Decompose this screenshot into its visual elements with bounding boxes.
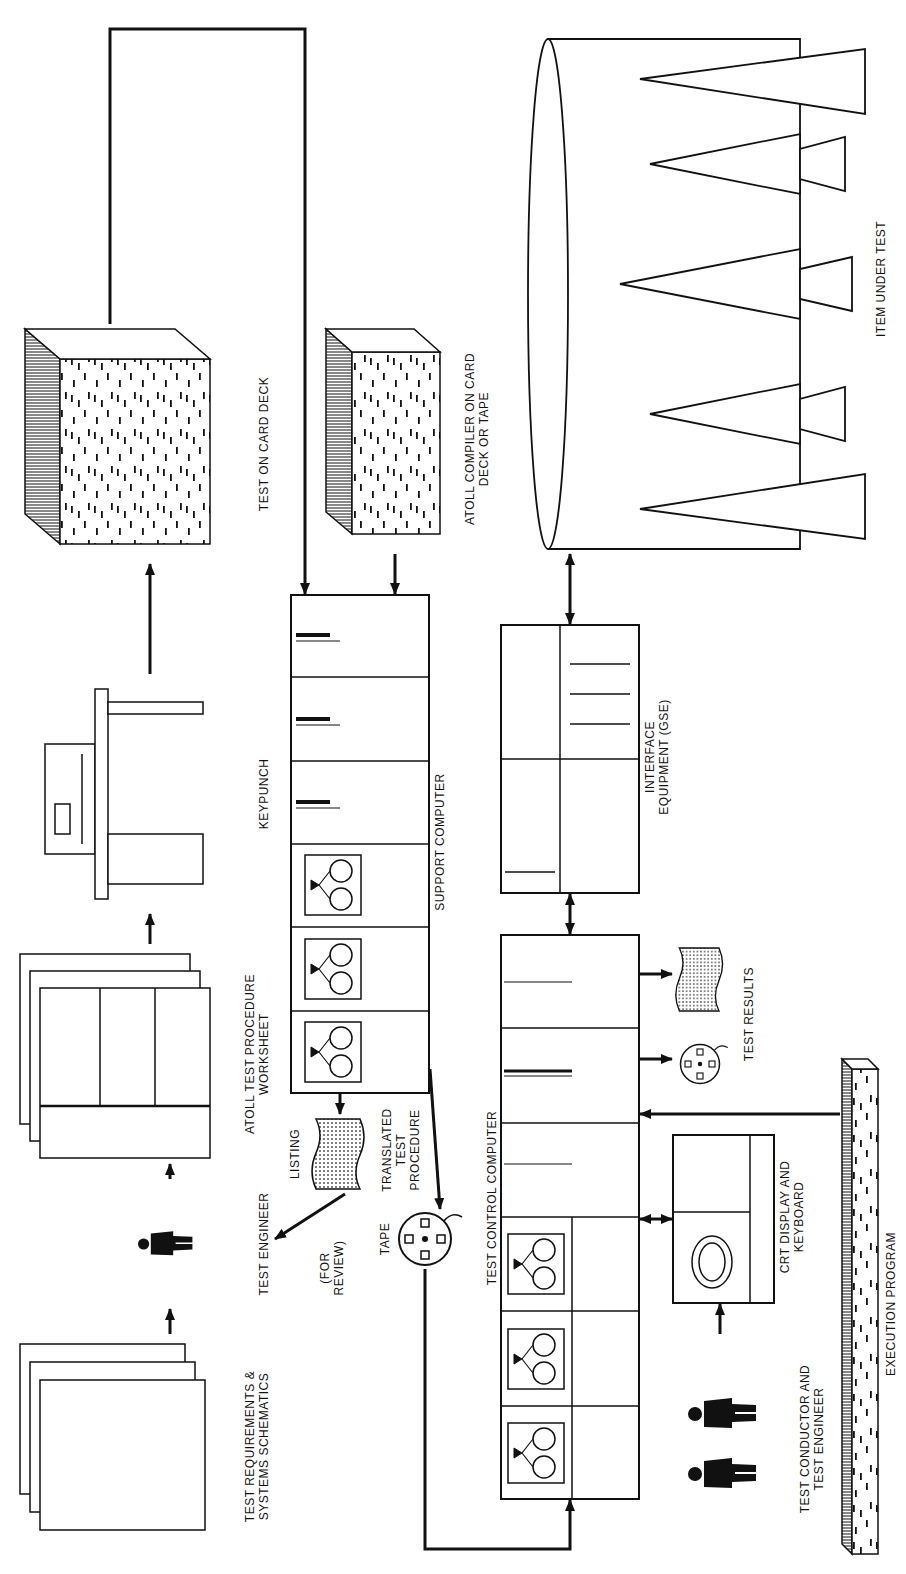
rocket-vehicle: ITEM UNDER TEST	[520, 4, 892, 554]
item-under-test-rocket	[528, 39, 865, 549]
support-computer-panels	[290, 635, 430, 1082]
test-card-deck	[25, 329, 210, 544]
engineer-figure	[688, 1398, 756, 1428]
keypunch-machine	[45, 689, 203, 899]
listing-printout: LISTING	[305, 1114, 370, 1194]
keypunch: KEYPUNCH	[30, 674, 275, 914]
conductor-figure	[688, 1458, 756, 1488]
connector-arrow	[569, 554, 572, 624]
caption-label: TEST CONTROL COMPUTER	[485, 1068, 499, 1328]
listing-paper	[312, 1119, 364, 1189]
caption-label: TEST REQUIREMENTS & SYSTEMS SCHEMATICS	[243, 1347, 271, 1547]
card-deck: ATOLL COMPILER ON CARD DECK OR TAPE	[320, 324, 495, 554]
compiler-card-deck	[326, 329, 440, 534]
caption-label: LISTING	[288, 1114, 302, 1194]
caption-label: INTERFACE EQUIPMENT (GSE)	[643, 697, 671, 817]
caption-label: ATOLL COMPILER ON CARD DECK OR TAPE	[463, 344, 491, 534]
connector-arrow	[569, 894, 572, 934]
caption-label: SUPPORT COMPUTER	[433, 742, 447, 942]
test-control-panels	[500, 982, 640, 1500]
caption-label: CRT DISPLAY AND KEYBOARD	[778, 1157, 806, 1277]
connector-arrow	[110, 29, 305, 594]
requirements-sheets: TEST REQUIREMENTS & SYSTEMS SCHEMATICS	[15, 1334, 275, 1559]
worksheet-stack: ATOLL TEST PROCEDURE WORKSHEET	[15, 944, 275, 1164]
tape-reel: TAPE	[395, 1209, 455, 1269]
engineer-figure: TEST ENGINEER	[130, 1179, 275, 1309]
results-paper	[676, 948, 723, 1011]
caption-label: TEST CONDUCTOR AND TEST ENGINEER	[798, 1359, 826, 1519]
connector-arrow	[394, 554, 397, 594]
connector-arrow	[640, 973, 672, 976]
connector-arrow	[640, 1113, 840, 1116]
connector-arrow	[149, 914, 152, 944]
card-deck: TEST ON CARD DECK	[10, 324, 275, 564]
results-output: TEST RESULTS	[672, 934, 760, 1094]
interface-box: INTERFACE EQUIPMENT (GSE)	[500, 624, 640, 894]
caption-label: TAPE	[378, 1209, 392, 1269]
worksheet-sheets	[20, 954, 210, 1158]
connector-arrow	[339, 1094, 342, 1114]
edge-label: (FOR REVIEW)	[318, 1232, 346, 1304]
connector-arrow	[169, 1164, 172, 1179]
edge-label: TRANSLATED TEST PROCEDURE	[380, 1096, 422, 1204]
computer-box: TEST CONTROL COMPUTER	[500, 934, 640, 1500]
tape-reel	[399, 1213, 462, 1265]
caption-label: TEST ENGINEER	[257, 1179, 271, 1309]
connector-arrow	[169, 1309, 172, 1334]
operator-figures: TEST CONDUCTOR AND TEST ENGINEER	[680, 1334, 830, 1544]
computer-box: SUPPORT COMPUTER	[290, 594, 430, 1094]
card-tray: EXECUTION PROGRAM	[840, 1054, 902, 1554]
caption-label: EXECUTION PROGRAM	[884, 1154, 898, 1454]
connector-arrow	[149, 564, 152, 674]
connector-arrow	[640, 1218, 672, 1221]
connector-arrow	[719, 1304, 722, 1334]
caption-label: ITEM UNDER TEST	[874, 179, 888, 379]
crt-display	[672, 1134, 750, 1304]
connector-arrow	[430, 1069, 440, 1209]
connector-arrow	[425, 1269, 570, 1549]
caption-label: KEYPUNCH	[257, 694, 271, 894]
execution-card-tray	[842, 1059, 878, 1554]
caption-label: ATOLL TEST PROCEDURE WORKSHEET	[243, 967, 271, 1142]
caption-label: TEST ON CARD DECK	[257, 334, 271, 554]
crt-console: CRT DISPLAY AND KEYBOARD	[672, 1134, 775, 1304]
results-reel	[681, 1045, 728, 1084]
caption-label: TEST RESULTS	[742, 934, 756, 1094]
connector-arrow	[640, 1058, 672, 1061]
requirement-sheets	[20, 1344, 205, 1530]
engineer-figure	[138, 1231, 192, 1255]
interface-panels	[500, 624, 640, 894]
